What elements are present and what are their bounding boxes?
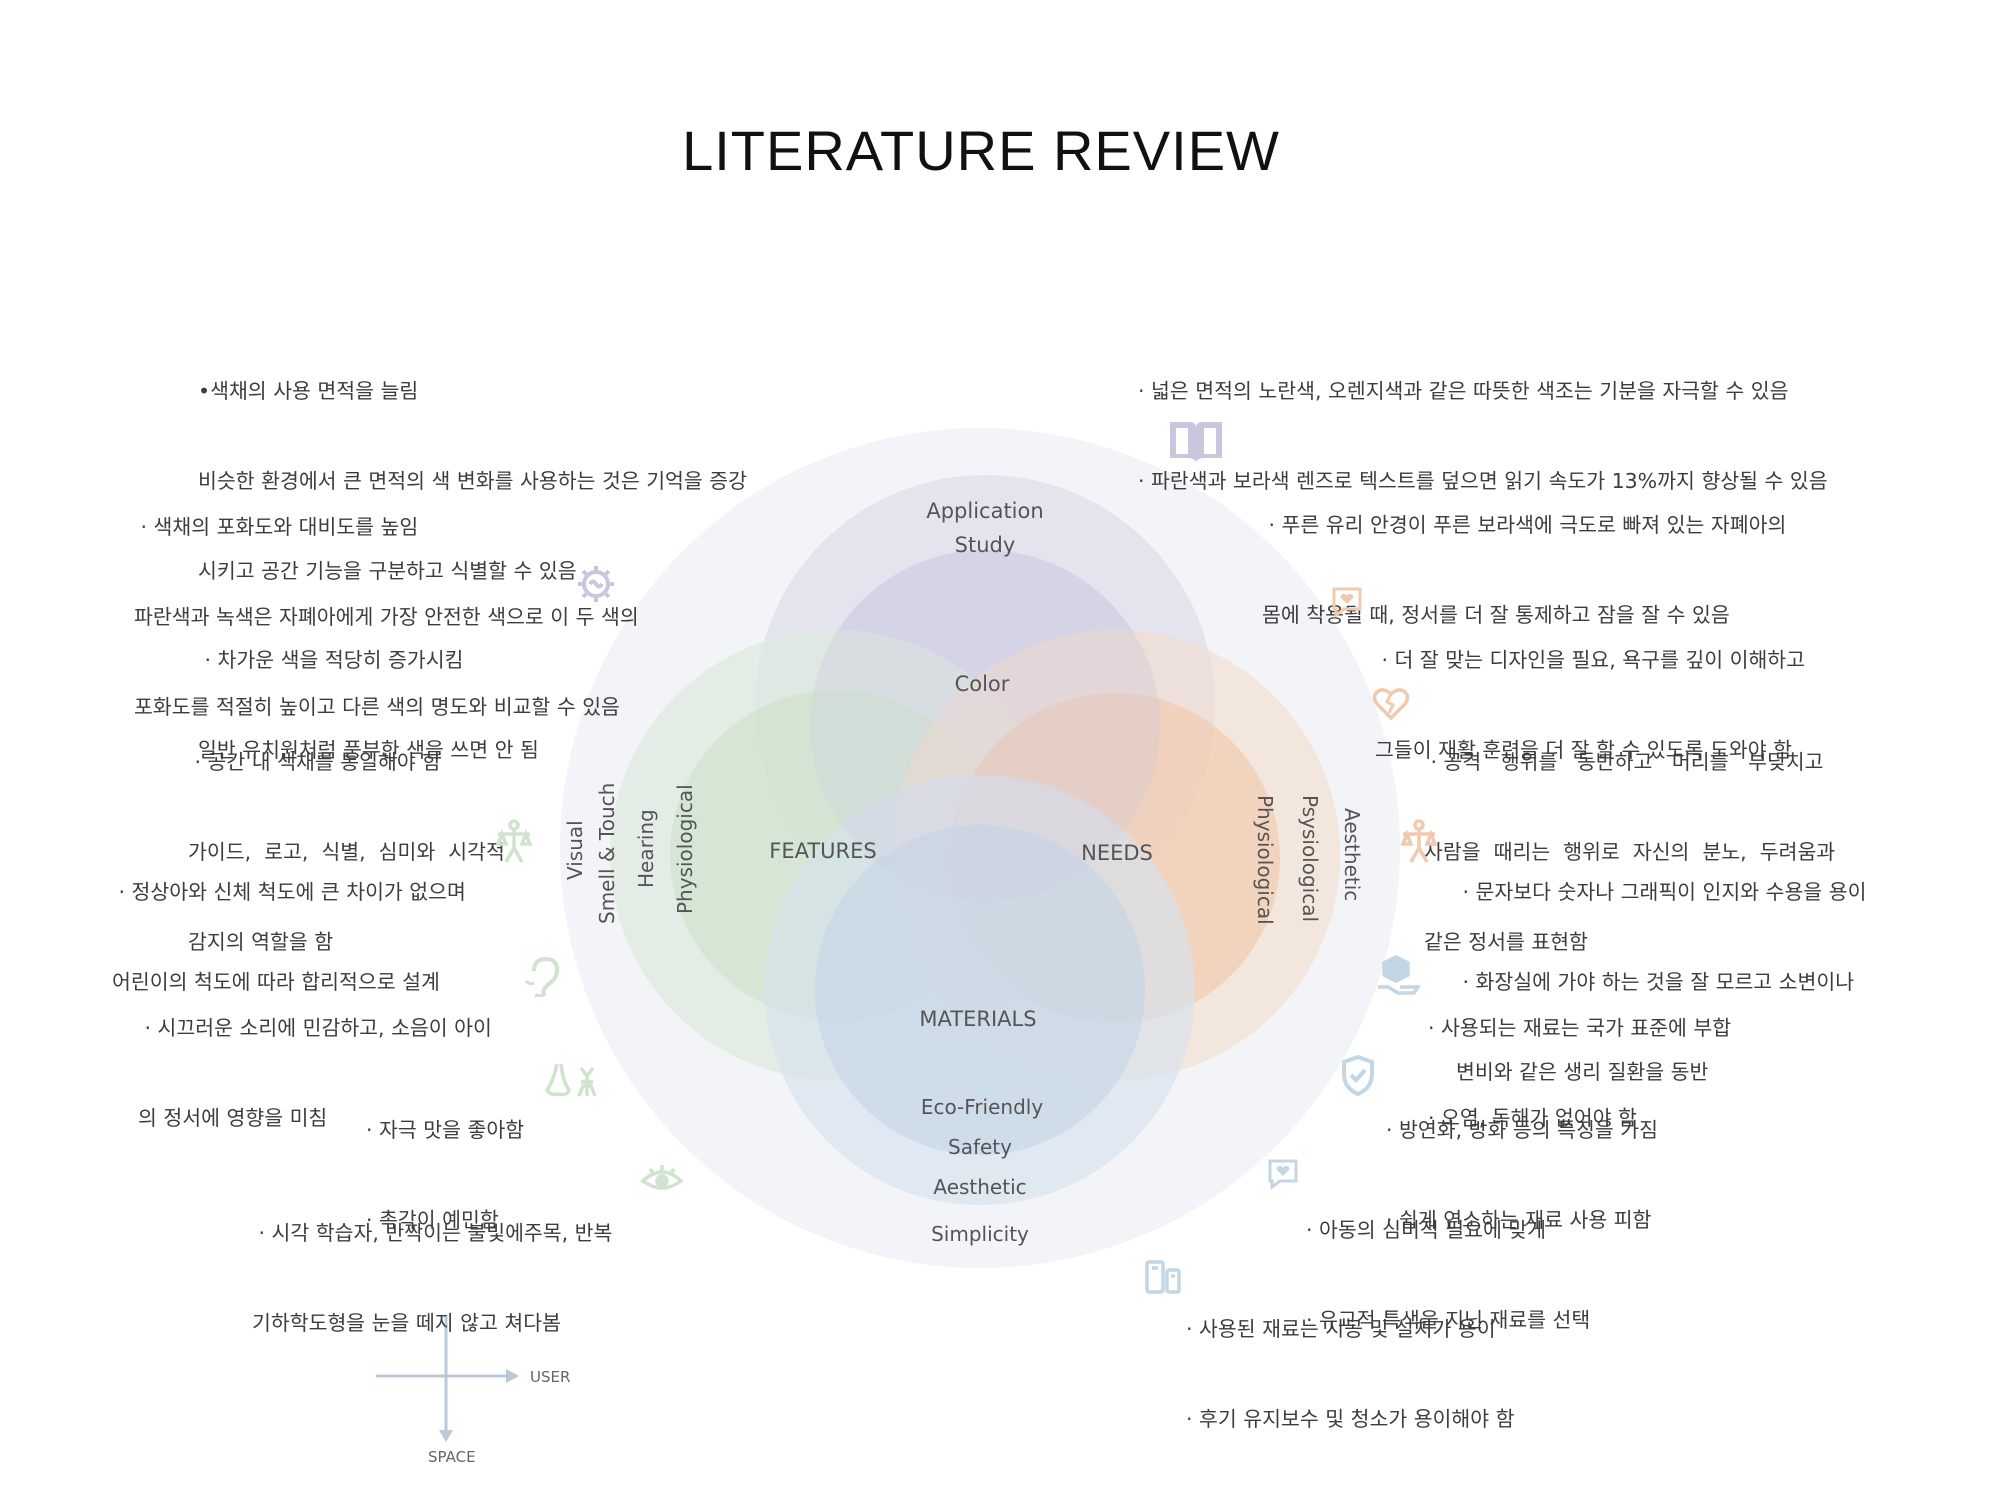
axis-arrow-down xyxy=(439,1430,453,1442)
note-right-7: · 아동의 심미적 필요에 맞게 · 유교적 특색을 지닌 재료를 선택 xyxy=(1306,1218,1591,1332)
hand-cube-icon xyxy=(1378,955,1420,995)
axis-arrow-right xyxy=(506,1369,519,1383)
note-left-1: · 색채의 포화도와 대비도를 높임 파란색과 녹색은 자폐아에게 가장 안전한… xyxy=(134,515,639,719)
note-left-5: · 시끄러운 소리에 민감하고, 소음이 아이 의 정서에 영향을 미침 xyxy=(138,1016,492,1130)
label-physiological-left: Physiological xyxy=(673,784,697,914)
label-aesthetic-right: Aesthetic xyxy=(1340,808,1364,901)
ear-icon xyxy=(524,956,560,997)
label-materials: MATERIALS xyxy=(919,1007,1036,1031)
axis-label-space: SPACE xyxy=(428,1448,476,1466)
label-eco-friendly: Eco-Friendly xyxy=(921,1095,1044,1119)
body-scale-icon xyxy=(495,819,533,863)
chat-heart-icon xyxy=(1268,1159,1298,1190)
axis-label-user: USER xyxy=(530,1368,570,1386)
note-left-7: · 시각 학습자, 반짝이는 불빛에주목, 반복 기하학도형을 눈을 떼지 않고… xyxy=(252,1221,613,1335)
note-right-1: · 푸른 유리 안경이 푸른 보라색에 극도로 빠져 있는 자폐아의 몸에 착용… xyxy=(1262,513,1787,627)
note-right-5: · 사용되는 재료는 국가 표준에 부합 · 오염, 독해가 없어야 함 xyxy=(1428,1016,1732,1130)
label-smell-touch: Smell & Touch xyxy=(595,783,619,924)
note-left-2: · 차가운 색을 적당히 증가시킴 일반 유치원처럼 풍부한 색을 쓰면 안 됨 xyxy=(198,648,539,762)
chat-heart-icon xyxy=(1332,587,1362,618)
book-icon xyxy=(1170,422,1222,462)
label-safety: Safety xyxy=(948,1135,1012,1159)
label-study: Study xyxy=(955,533,1016,557)
blue-circle-inner xyxy=(815,825,1145,1155)
tools-icon xyxy=(1145,1260,1181,1294)
label-needs: NEEDS xyxy=(1081,841,1153,865)
page-title: LITERATURE REVIEW xyxy=(682,119,1280,182)
label-visual: Visual xyxy=(563,820,587,880)
label-application: Application xyxy=(926,499,1043,523)
note-right-3: · 공격 행위를 동반하고 머리를 부딪치고 사람을 때리는 행위로 자신의 분… xyxy=(1424,750,1836,954)
label-hearing: Hearing xyxy=(634,809,658,888)
note-right-6: · 방연화, 방화 등의 특징을 가짐 · 쉽게 연소하는 재료 사용 피함 xyxy=(1386,1118,1658,1232)
broken-heart-icon xyxy=(1372,688,1410,721)
note-left-3: · 공간 내 색채를 통일해야 함 가이드, 로고, 식별, 심미와 시각적 감… xyxy=(188,750,505,954)
shield-check-icon xyxy=(1342,1054,1374,1096)
label-color: Color xyxy=(955,672,1010,696)
note-right-4: · 문자보다 숫자나 그래픽이 인지와 수용을 용이 · 화장실에 가야 하는 … xyxy=(1456,880,1867,1084)
gear-brain-icon xyxy=(578,566,614,602)
label-physiological-right: Physiological xyxy=(1253,795,1277,925)
note-left-6: · 자극 맛을 좋아함 · 촉각이 예민함 xyxy=(366,1118,525,1232)
label-psysiological: Psysiological xyxy=(1298,795,1322,922)
note-right-0: · 넓은 면적의 노란색, 오렌지색과 같은 따뜻한 색조는 기분을 자극할 수… xyxy=(1138,379,1828,493)
note-right-2: · 더 잘 맞는 디자인을 필요, 욕구를 깊이 이해하고 그들이 재활 훈련을… xyxy=(1375,648,1806,762)
label-aesthetic-bottom: Aesthetic xyxy=(933,1175,1026,1199)
label-simplicity: Simplicity xyxy=(931,1222,1029,1246)
nose-hand-icon xyxy=(544,1063,597,1097)
body-scale-icon xyxy=(1400,819,1438,863)
label-features: FEATURES xyxy=(769,839,876,863)
eye-icon xyxy=(640,1165,684,1190)
note-left-0: •색채의 사용 면적을 늘림 비슷한 환경에서 큰 면적의 색 변화를 사용하는… xyxy=(198,379,748,583)
note-left-4: · 정상아와 신체 척도에 큰 차이가 없으며 어린이의 척도에 따라 합리적으… xyxy=(112,880,466,994)
note-right-8: · 사용된 재료는 시공 및 설치가 용이 · 후기 유지보수 및 청소가 용이… xyxy=(1186,1317,1515,1431)
